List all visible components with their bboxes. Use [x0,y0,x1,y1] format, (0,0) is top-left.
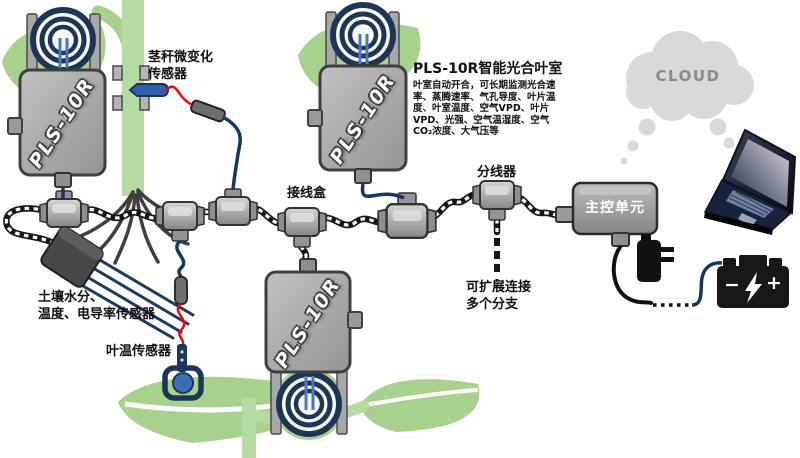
clip-lens [172,372,194,394]
battery-minus-symbol: − [724,274,740,296]
laptop-icon [703,128,797,235]
side-tab [347,311,363,329]
junction-box [277,207,327,237]
junction-box-label: 接线盒 [287,186,327,201]
leaf-chamber-spiral [276,371,342,437]
plant-stem-bottom [242,398,256,458]
leaf-chamber-spiral [330,2,396,68]
cable-connector [190,99,226,123]
side-tab [7,117,23,135]
clip-frame [162,365,204,401]
leaf-bottom-right [360,379,480,432]
pls10r-device-2 [307,2,408,200]
laptop-screen [731,139,789,207]
battery-icon [691,255,789,308]
stem-sensor-probe [128,83,170,97]
plug-prong [660,247,674,252]
pls10r-device-1 [7,7,107,200]
splitter-junction [472,180,522,210]
chamber-description: 叶室自动开合，可长期监测光合速 率、蒸腾速率、气孔导度、叶片温 度、叶室温度、空… [413,80,556,137]
plant-stem-main [122,0,144,196]
expandable-label: 可扩展连接 多个分支 [466,280,532,312]
laptop-touchpad [738,213,757,226]
leaf-temp-sensor [162,239,204,401]
red-wire [165,85,194,107]
lightning-icon [745,272,762,303]
soil-sensor-top [58,227,103,260]
t-junction-main [377,202,437,240]
battery-plus-symbol: + [766,272,782,294]
bottom-connector [354,168,372,184]
plug-prong [660,257,674,262]
leaf-temp-sensor-label: 叶温传感器 [106,344,172,359]
soil-sensor-label: 土壤水分、 温度、电导率传感器 [38,290,156,322]
main-control-unit-label: 主控单元 [585,200,645,216]
leaf-vein [364,388,479,407]
t-junction-3 [208,196,258,226]
red-wire [176,302,186,345]
battery-cable [691,261,723,307]
cloud-label: CLOUD [655,67,721,85]
battery-terminal [723,258,736,268]
t-junction-2 [155,201,205,231]
bottom-connector [54,172,72,188]
cloud-shape [620,31,754,165]
power-cable [611,245,653,305]
chamber-title: PLS-10R智能光合叶室 [413,61,563,77]
stem-micro-sensor [112,65,242,191]
splitter-label: 分线器 [477,165,517,180]
power-adapter [611,234,692,307]
pls10r-device-3 [264,258,363,437]
leaf-chamber-spiral [30,7,96,73]
battery-terminal [769,258,782,268]
power-connector [611,232,630,247]
stem-sensor-label: 茎秆微变化 传感器 [148,50,214,82]
cloud-trail-dot [709,118,727,136]
adapter-body [637,240,661,282]
clip-handle [177,344,187,372]
soil-sensor [40,226,195,340]
t-junction-1 [39,198,89,228]
navy-wire [360,183,405,200]
navy-wire [175,239,186,278]
cable-connector [174,276,188,305]
cloud-trail-dot [638,118,656,136]
main-control-unit [555,181,659,247]
side-tab [307,109,323,127]
navy-wire [222,115,242,191]
